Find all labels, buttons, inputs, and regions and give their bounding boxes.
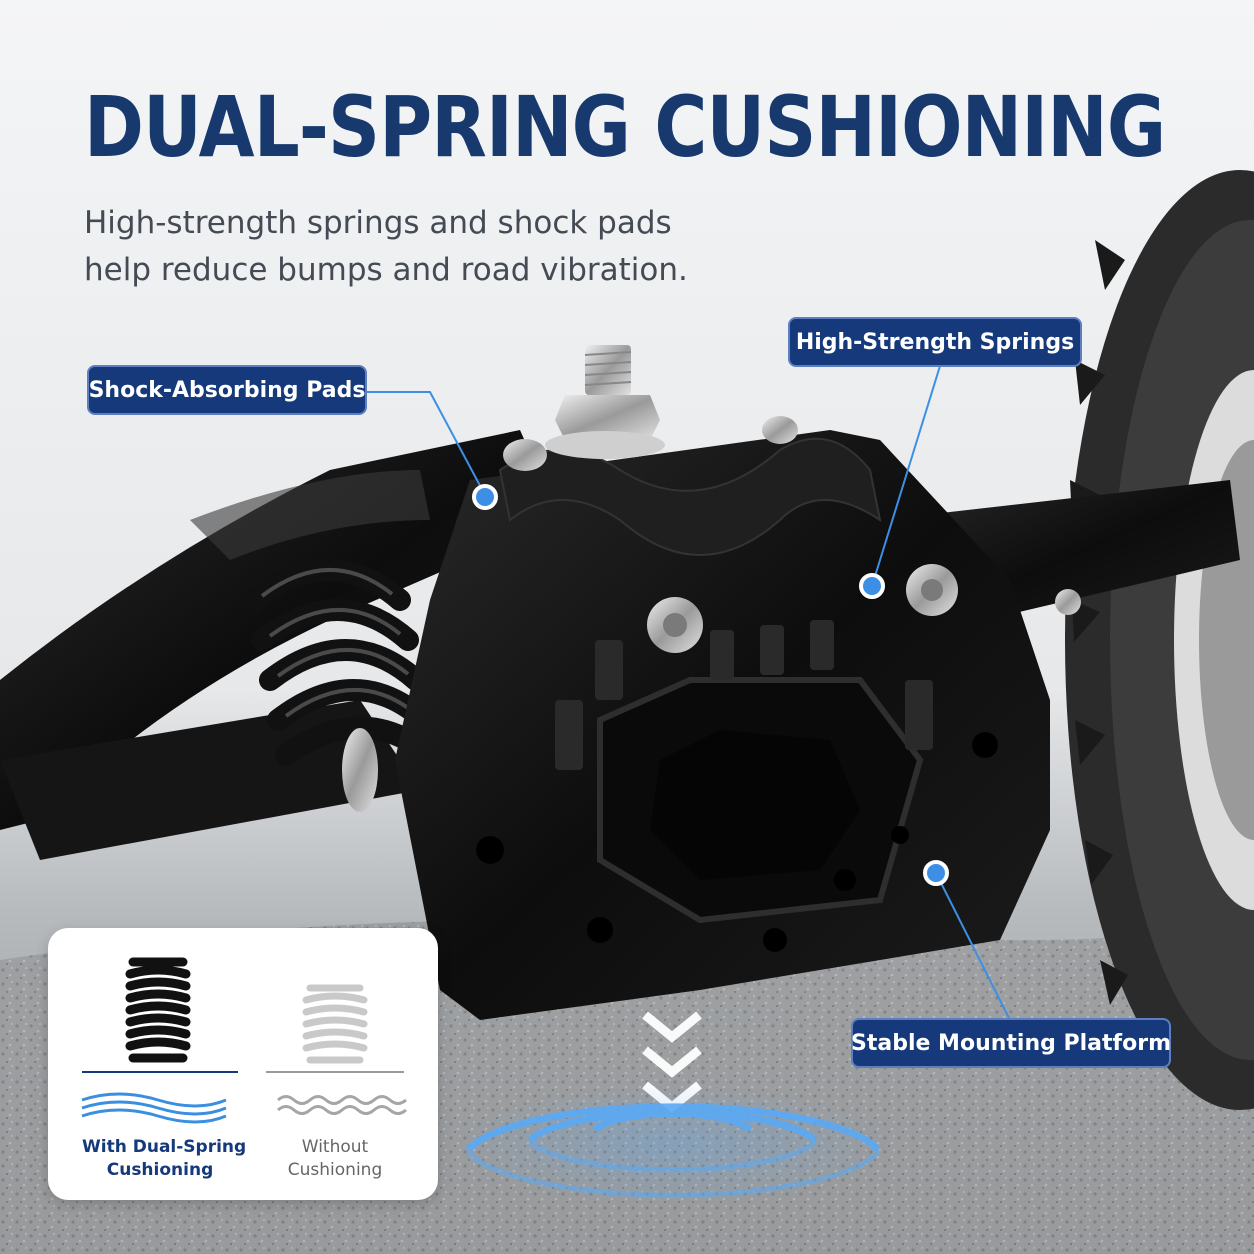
callout-stable-mounting-platform-label: Stable Mounting Platform bbox=[850, 1030, 1172, 1056]
subtitle-line-2: help reduce bumps and road vibration. bbox=[84, 252, 688, 288]
callout-shock-absorbing-pads: Shock-Absorbing Pads bbox=[87, 365, 367, 415]
without-cushioning-caption: Without Cushioning bbox=[287, 1137, 383, 1180]
vibration-ripple-icon bbox=[452, 1085, 892, 1205]
platform-marker-dot bbox=[923, 860, 949, 886]
callout-high-strength-springs: High-Strength Springs bbox=[788, 317, 1082, 367]
rough-wave-icon bbox=[277, 1095, 407, 1115]
mounting-platform bbox=[395, 430, 1050, 1020]
page-title: DUAL-SPRING CUSHIONING bbox=[84, 78, 1166, 176]
with-cushioning-caption: With Dual-Spring Cushioning bbox=[82, 1137, 247, 1180]
smooth-wave-icon bbox=[81, 1092, 227, 1124]
callout-stable-mounting-platform: Stable Mounting Platform bbox=[851, 1018, 1171, 1068]
springs-marker-dot bbox=[859, 573, 885, 599]
subtitle-line-1: High-strength springs and shock pads bbox=[84, 205, 672, 241]
comparison-card: With Dual-Spring Cushioning Without Cush… bbox=[48, 928, 438, 1200]
bolts bbox=[503, 345, 958, 653]
callout-shock-absorbing-pads-label: Shock-Absorbing Pads bbox=[88, 377, 366, 403]
black-spring-icon bbox=[125, 957, 191, 1063]
pads-marker-dot bbox=[472, 484, 498, 510]
plain-spring-icon bbox=[302, 984, 368, 1064]
callout-high-strength-springs-label: High-Strength Springs bbox=[795, 329, 1075, 355]
